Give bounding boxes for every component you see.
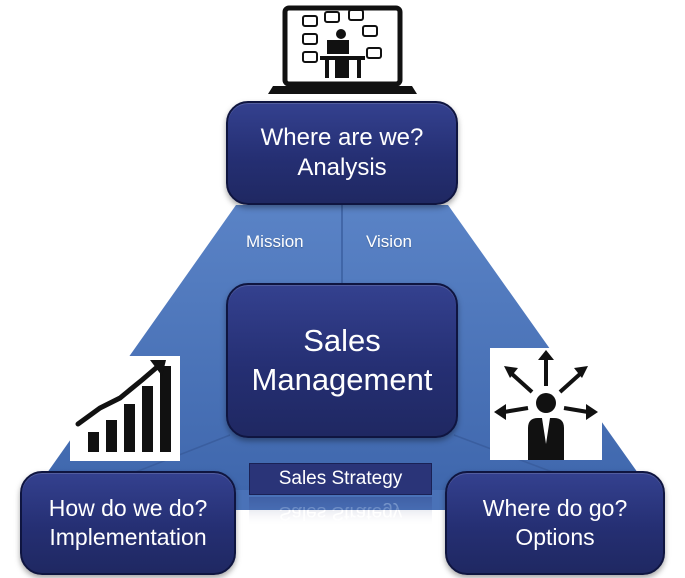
sales-strategy-reflection: Sales Strategy bbox=[249, 497, 432, 527]
analysis-title: Analysis bbox=[297, 154, 387, 181]
options-question: Where do go? bbox=[482, 495, 628, 522]
growth-bar-chart-icon bbox=[70, 356, 180, 461]
implementation-box: How do we do? Implementation bbox=[20, 471, 236, 575]
sales-management-box: Sales Management bbox=[226, 283, 458, 438]
center-line-2: Management bbox=[251, 361, 433, 397]
mission-label: Mission bbox=[246, 232, 304, 251]
implementation-question: How do we do? bbox=[48, 495, 208, 522]
person-options-arrows-icon bbox=[490, 348, 602, 460]
sales-strategy-label: Sales Strategy bbox=[249, 463, 432, 495]
options-title: Options bbox=[515, 524, 595, 550]
analysis-question: Where are we? bbox=[260, 124, 424, 151]
center-line-1: Sales bbox=[303, 322, 381, 358]
vision-label: Vision bbox=[366, 232, 412, 251]
laptop-workstation-icon bbox=[265, 0, 420, 100]
implementation-title: Implementation bbox=[49, 524, 207, 550]
analysis-box: Where are we? Analysis bbox=[226, 101, 458, 205]
options-box: Where do go? Options bbox=[445, 471, 665, 575]
